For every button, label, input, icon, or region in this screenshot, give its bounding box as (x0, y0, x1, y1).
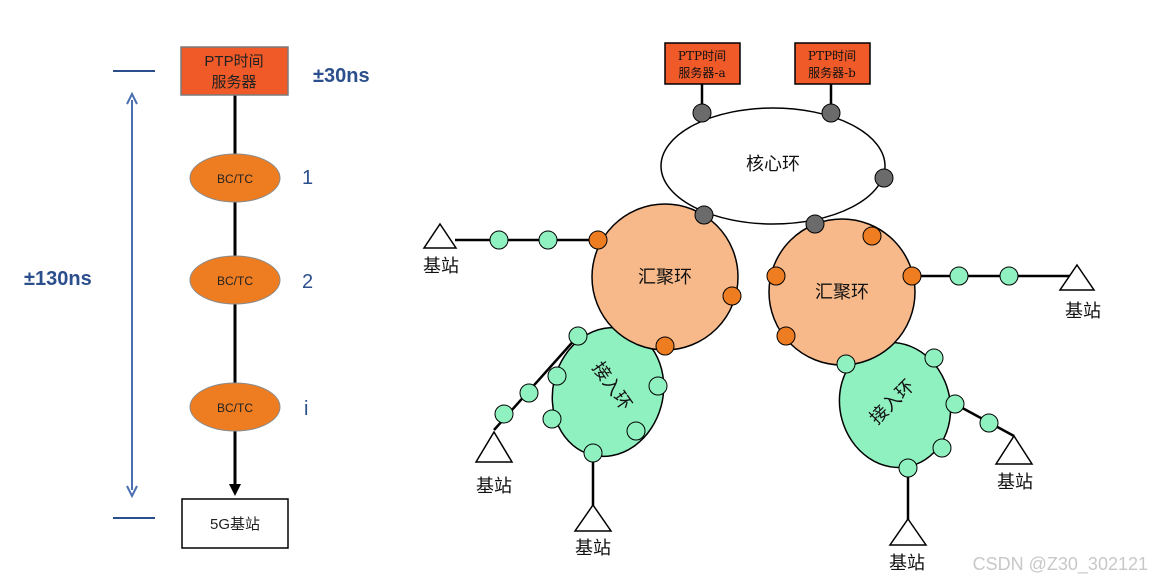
agg-port (862, 226, 882, 246)
link-node (999, 266, 1019, 286)
hop-index-label: i (304, 398, 308, 420)
access-port (945, 394, 965, 414)
access-port (583, 443, 603, 463)
chain-arrow-head (229, 484, 241, 496)
access-ring-ports (489, 230, 1019, 478)
bc-tc-node-2: BC/TC 2 (189, 255, 313, 305)
base-station-triangle-icon (1058, 263, 1096, 291)
base-station-triangle-icon (422, 222, 458, 249)
core-port (805, 214, 825, 234)
agg-port (766, 266, 786, 286)
agg-port (588, 230, 608, 250)
core-ring (660, 107, 886, 225)
ptp-server-a-box (664, 42, 741, 85)
bc-tc-node-1: BC/TC 1 (189, 153, 313, 203)
ptp-server-b-box (794, 42, 871, 85)
link-node (489, 230, 509, 250)
base-station-triangle-icon (474, 430, 514, 463)
ptp-server-label-line1: PTP时间 (204, 53, 263, 70)
ptp-server-label-line2: 服务器 (211, 74, 256, 91)
core-ring-ports (692, 103, 894, 234)
base-station-label: 基站 (997, 472, 1033, 493)
arrow-up-head (126, 91, 138, 105)
access-port (898, 458, 918, 478)
core-port (821, 103, 841, 123)
watermark: CSDN @Z30_302121 (973, 554, 1148, 575)
access-port (519, 383, 539, 403)
access-port (924, 348, 944, 368)
hop-index-label: 1 (302, 167, 313, 189)
base-station-icons (422, 222, 1096, 546)
access-port (979, 413, 999, 433)
hop-index-label: 2 (302, 271, 313, 293)
ring-network: 接入环 接入环 汇聚环 汇聚环 核心环 PTP时间 服务器-a PTP时间 服务… (422, 42, 1101, 574)
total-accuracy-label: ±130ns (24, 268, 92, 290)
access-port (547, 366, 567, 386)
access-port (932, 438, 952, 458)
agg-port (776, 326, 796, 346)
bc-tc-label: BC/TC (217, 401, 253, 415)
base-station-label: 基站 (1065, 301, 1101, 322)
base-station-label: 基站 (889, 553, 925, 574)
base-station-label: 基站 (423, 256, 459, 277)
ptp-server-b-line2: 服务器-b (808, 65, 856, 80)
base-station-label: 基站 (575, 538, 611, 559)
ptp-server-a-line1: PTP时间 (678, 49, 726, 63)
core-port (694, 205, 714, 225)
5g-base-station-label: 5G基站 (210, 516, 260, 533)
access-port (542, 409, 562, 429)
base-station-label: 基站 (476, 476, 512, 497)
aggregation-ring-right-label: 汇聚环 (815, 282, 869, 303)
core-port (692, 103, 712, 123)
access-port (648, 376, 668, 396)
access-port (626, 421, 646, 441)
base-station-triangle-icon (888, 517, 928, 546)
core-ring-label: 核心环 (746, 154, 800, 175)
5g-base-station-box (181, 498, 289, 549)
link-node (538, 230, 558, 250)
agg-port (902, 266, 922, 286)
core-port (874, 168, 894, 188)
aggregation-ring-ports (588, 226, 922, 356)
agg-port (655, 336, 675, 356)
left-chain: PTP时间 服务器 ±30ns ±130ns BC/TC 1 BC/TC 2 B… (24, 46, 370, 549)
bc-tc-label: BC/TC (217, 274, 253, 288)
ptp-server-box (180, 46, 289, 96)
access-port (836, 354, 856, 374)
base-station-triangle-icon (994, 434, 1034, 465)
link-node (949, 266, 969, 286)
access-port (568, 326, 588, 346)
ptp-server-a-line2: 服务器-a (678, 65, 725, 80)
agg-port (722, 286, 742, 306)
aggregation-ring-left-label: 汇聚环 (638, 267, 692, 288)
base-station-triangle-icon (573, 503, 613, 532)
access-port (494, 404, 514, 424)
arrow-down-head (126, 485, 138, 499)
server-accuracy-label: ±30ns (313, 65, 370, 87)
bc-tc-node-i: BC/TC i (189, 382, 308, 432)
ptp-server-b-line1: PTP时间 (808, 49, 856, 63)
bc-tc-label: BC/TC (217, 172, 253, 186)
